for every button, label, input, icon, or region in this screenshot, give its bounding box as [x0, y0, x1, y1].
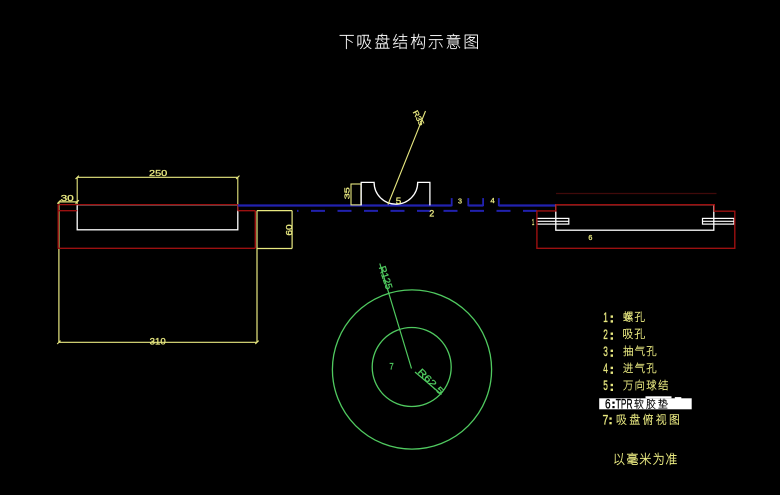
svg-text:7: 7: [389, 362, 393, 373]
svg-text:310: 310: [150, 335, 166, 346]
svg-text:5: 5: [396, 196, 402, 206]
svg-text:5: 5: [603, 378, 608, 394]
svg-text:1: 1: [603, 310, 608, 326]
svg-text:2: 2: [429, 207, 434, 218]
svg-text:3: 3: [603, 344, 608, 360]
svg-text:3: 3: [458, 196, 462, 205]
svg-text:7: 7: [603, 413, 609, 429]
svg-text:60: 60: [285, 224, 294, 236]
svg-text:6: 6: [605, 396, 611, 412]
svg-text:2: 2: [603, 327, 608, 343]
svg-text:TPR: TPR: [616, 396, 633, 412]
svg-text:250: 250: [149, 168, 167, 178]
svg-text:4: 4: [603, 361, 608, 377]
svg-text:1: 1: [532, 218, 535, 227]
svg-text:4: 4: [490, 196, 494, 205]
svg-text:30: 30: [61, 194, 75, 203]
svg-text:6: 6: [588, 233, 592, 242]
svg-text:35: 35: [343, 187, 352, 199]
